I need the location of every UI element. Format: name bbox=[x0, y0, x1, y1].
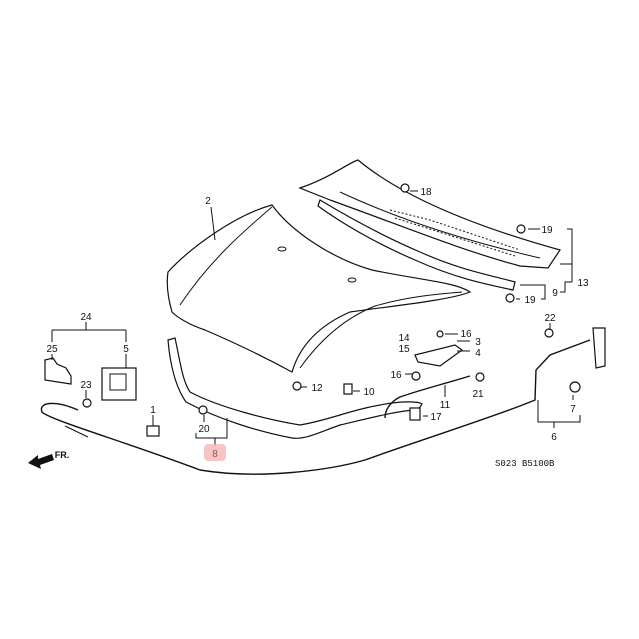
release-cable[interactable] bbox=[40, 339, 591, 475]
cowl-seal-part[interactable] bbox=[317, 199, 516, 291]
callout-18[interactable]: 18 bbox=[420, 187, 432, 198]
callout-11[interactable]: 11 bbox=[440, 400, 451, 411]
callout-12[interactable]: 12 bbox=[311, 383, 323, 394]
front-label: FR. bbox=[55, 450, 70, 460]
callout-14[interactable]: 14 bbox=[398, 333, 410, 344]
selected-part-highlight bbox=[204, 444, 226, 461]
hood-part[interactable] bbox=[166, 204, 472, 373]
support-rod-part[interactable] bbox=[384, 375, 471, 419]
callout-19-top[interactable]: 19 bbox=[541, 225, 553, 236]
callout-9[interactable]: 9 bbox=[552, 288, 558, 299]
latch-cover-part[interactable] bbox=[44, 357, 72, 385]
callout-21[interactable]: 21 bbox=[472, 389, 484, 400]
callout-8[interactable]: 8 bbox=[212, 449, 218, 460]
callout-2[interactable]: 2 bbox=[205, 196, 211, 207]
fasteners bbox=[82, 183, 554, 437]
cowl-top-part[interactable] bbox=[298, 159, 561, 269]
cable-bracket-part[interactable] bbox=[569, 327, 606, 393]
callout-13[interactable]: 13 bbox=[577, 278, 589, 289]
callout-3[interactable]: 3 bbox=[475, 337, 481, 348]
callout-24[interactable]: 24 bbox=[80, 312, 92, 323]
callout-7[interactable]: 7 bbox=[570, 404, 576, 415]
callout-15[interactable]: 15 bbox=[398, 344, 410, 355]
callout-4[interactable]: 4 bbox=[475, 348, 481, 359]
front-arrow-icon bbox=[28, 454, 54, 469]
leader-lines bbox=[51, 190, 581, 446]
callout-1[interactable]: 1 bbox=[150, 405, 156, 416]
hinge-part[interactable] bbox=[414, 344, 464, 367]
callout-20[interactable]: 20 bbox=[198, 424, 210, 435]
callout-16-top[interactable]: 16 bbox=[460, 329, 472, 340]
callout-19-bottom[interactable]: 19 bbox=[524, 295, 536, 306]
callout-5[interactable]: 5 bbox=[123, 344, 129, 355]
callout-22[interactable]: 22 bbox=[544, 313, 556, 324]
callout-10[interactable]: 10 bbox=[363, 387, 375, 398]
hood-seal-part[interactable] bbox=[167, 337, 423, 439]
callout-25[interactable]: 25 bbox=[46, 344, 58, 355]
callout-16-left[interactable]: 16 bbox=[390, 370, 402, 381]
callout-23[interactable]: 23 bbox=[80, 380, 92, 391]
diagram-code: S023 B5100B bbox=[495, 459, 555, 469]
hood-latch-part[interactable] bbox=[101, 367, 137, 401]
callout-17[interactable]: 17 bbox=[430, 412, 442, 423]
callout-6[interactable]: 6 bbox=[551, 432, 557, 443]
